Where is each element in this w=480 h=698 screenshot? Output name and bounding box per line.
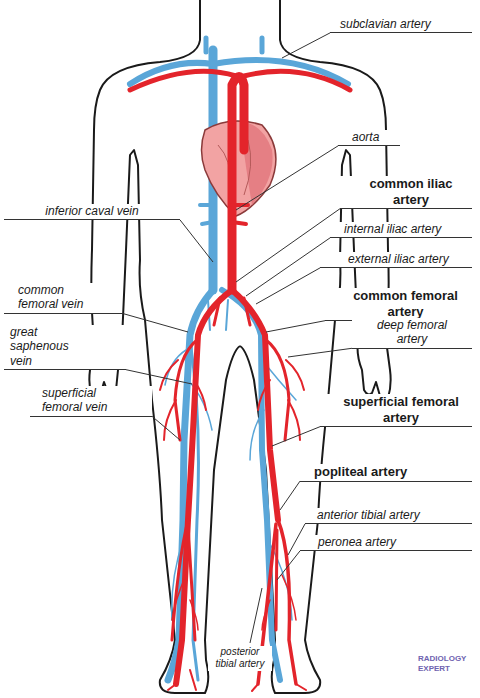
leader-line [272, 427, 320, 446]
leader-line [236, 146, 338, 210]
arteries [130, 71, 350, 691]
leader-line [280, 481, 300, 510]
leader-line [180, 220, 213, 262]
veins [130, 38, 348, 680]
leader-line [236, 209, 340, 282]
vessel-label: posterior tibial artery [208, 646, 272, 671]
vessel-label: superficial femoral vein [30, 386, 152, 417]
vessel-label: external iliac artery [320, 252, 472, 268]
heart [202, 121, 276, 216]
leader-line [266, 321, 325, 332]
leader-line [277, 551, 300, 580]
vessel-label: anterior tibial artery [305, 508, 472, 524]
vessel-label: aorta [338, 130, 400, 146]
leader-line [152, 416, 180, 440]
vessel-label: internal iliac artery [330, 222, 472, 238]
vessel-label: peronea artery [300, 535, 472, 551]
vessel-label: subclavian artery [330, 17, 472, 33]
leader-line [250, 588, 262, 643]
vessel-label: popliteal artery [300, 464, 472, 482]
vessel-label: inferior caval vein [4, 204, 180, 220]
leader-line [282, 33, 330, 58]
vessel-label: common iliac artery [340, 176, 472, 209]
leader-line [246, 238, 330, 296]
vessel-label: common femoral vein [4, 283, 122, 314]
vessel-label: common femoral artery [325, 288, 472, 321]
vessel-label: deep femoral artery [352, 318, 472, 349]
leader-line [122, 313, 188, 332]
leader-line [126, 370, 192, 384]
vessel-label: superficial femoral artery [320, 394, 472, 427]
leader-line [256, 268, 320, 304]
watermark: RADIOLOGY EXPERT [418, 654, 474, 674]
vessel-label: great saphenous vein [4, 325, 126, 370]
leader-line [288, 348, 352, 357]
